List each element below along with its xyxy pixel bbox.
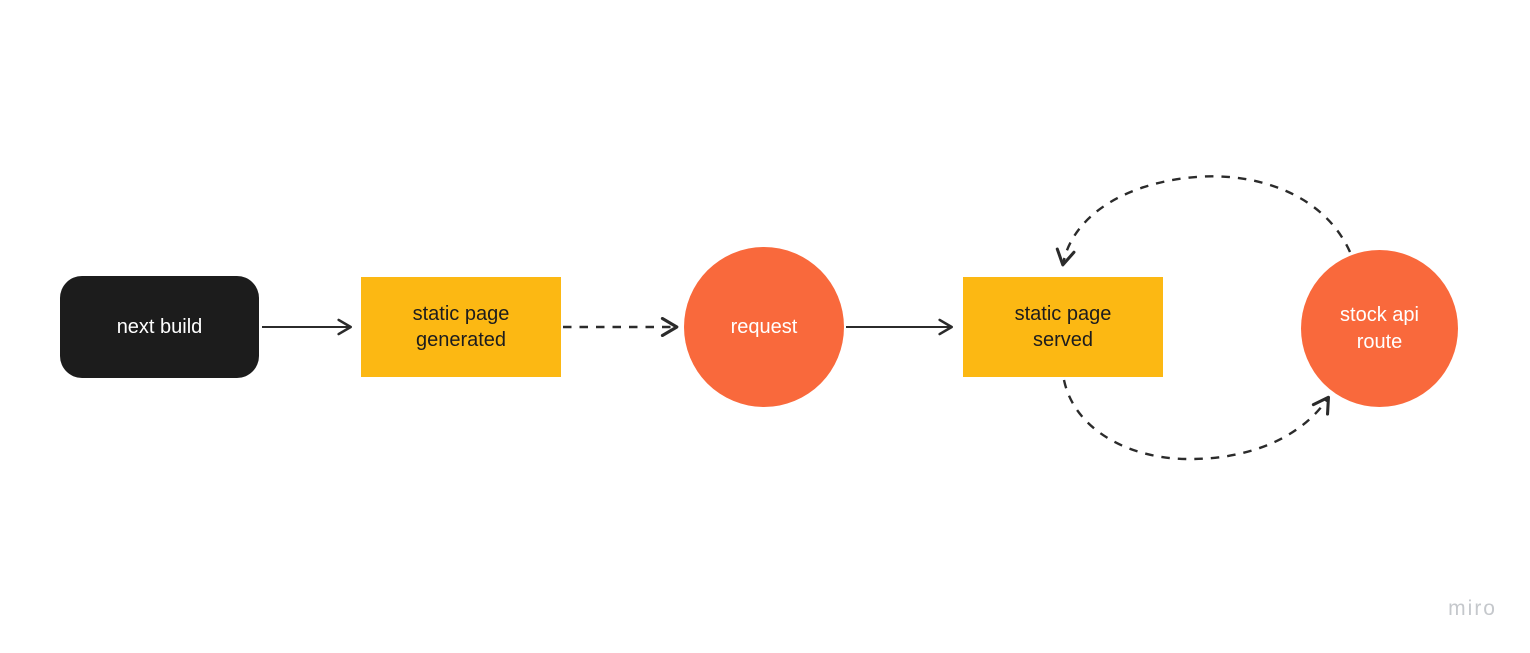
node-request-label: request xyxy=(730,315,798,338)
connector-static-page-served-to-stock-api-route[interactable] xyxy=(1062,379,1331,461)
connector-stock-api-route-to-static-page-served[interactable] xyxy=(1055,175,1352,267)
node-next-build-label: next build xyxy=(116,315,203,338)
node-request[interactable]: request xyxy=(684,247,844,407)
node-stock-api-route[interactable]: stock api route xyxy=(1301,250,1458,407)
node-static-page-generated[interactable]: static page generated xyxy=(361,277,561,377)
node-stock-api-route-label: stock api route xyxy=(1340,304,1419,353)
node-static-page-served-label: static page served xyxy=(1014,302,1112,351)
node-static-page-served[interactable]: static page served xyxy=(963,277,1163,377)
miro-watermark: miro xyxy=(1448,597,1497,620)
node-next-build[interactable]: next build xyxy=(60,276,259,378)
node-static-page-generated-label: static page generated xyxy=(412,302,510,351)
